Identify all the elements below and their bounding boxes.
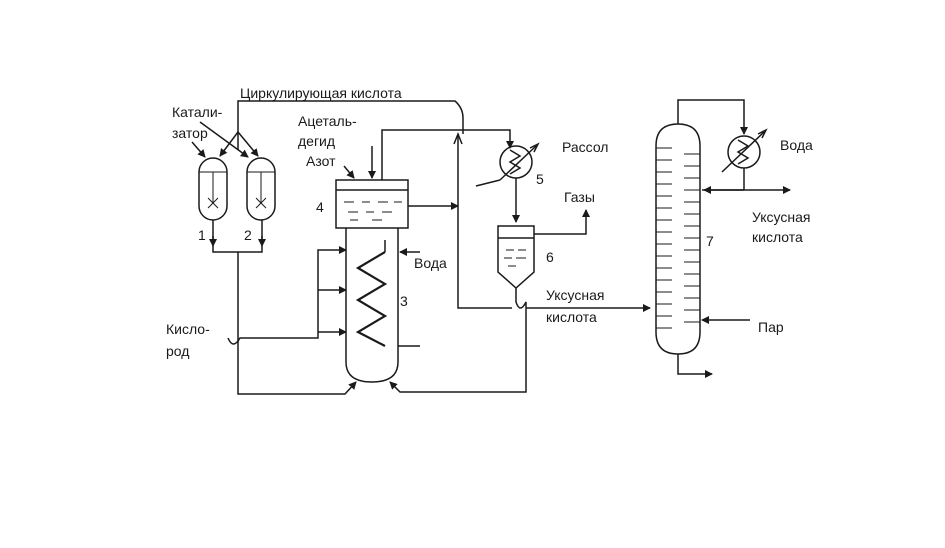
label-circulating-acid: Циркулирующая кислота xyxy=(240,85,402,101)
gases-line xyxy=(534,209,590,235)
catalyst-feed-arrow-1 xyxy=(191,141,206,158)
number-6: 6 xyxy=(546,249,554,265)
column-7 xyxy=(655,123,701,355)
label-brine: Рассол xyxy=(562,139,608,155)
separator-4 xyxy=(335,179,409,229)
vapor-line xyxy=(381,129,514,180)
label-water-reactor: Вода xyxy=(414,255,447,271)
bottoms-line xyxy=(677,354,713,378)
column-trays xyxy=(656,147,700,329)
label-acetic-mid-2: кислота xyxy=(546,309,597,325)
label-acetic-mid-1: Уксусная xyxy=(546,287,605,303)
vessel-2 xyxy=(246,157,276,221)
column-vapor-line xyxy=(677,99,748,135)
catalyst-feed-arrow-2 xyxy=(199,121,249,158)
label-oxygen-2: род xyxy=(166,343,189,359)
number-2: 2 xyxy=(244,227,252,243)
receiver-6 xyxy=(497,225,535,290)
circulating-acid-line xyxy=(237,100,464,150)
reactor-3 xyxy=(345,228,399,383)
receiver-outlet xyxy=(389,288,527,393)
vessel-1 xyxy=(198,157,228,221)
number-3: 3 xyxy=(400,293,408,309)
label-catalyst-1: Катали- xyxy=(172,104,223,120)
number-5: 5 xyxy=(536,171,544,187)
label-acetic-right-2: кислота xyxy=(752,229,803,245)
label-gases: Газы xyxy=(564,189,595,205)
column-condenser xyxy=(721,128,768,173)
label-steam: Пар xyxy=(758,319,784,335)
number-4: 4 xyxy=(316,199,324,215)
condenser-5 xyxy=(475,142,540,187)
label-acetaldehyde-1: Ацеталь- xyxy=(298,113,357,129)
vessel-outlet-lines xyxy=(212,220,263,253)
brine-arrow xyxy=(499,145,537,181)
label-oxygen-1: Кисло- xyxy=(166,321,210,337)
label-nitrogen: Азот xyxy=(306,153,336,169)
circulating-acid-branch-right xyxy=(237,131,259,157)
label-water-column: Вода xyxy=(780,137,813,153)
label-acetic-right-1: Уксусная xyxy=(752,209,811,225)
nitrogen-feed xyxy=(343,165,355,179)
oxygen-line xyxy=(227,246,347,345)
number-1: 1 xyxy=(198,227,206,243)
number-7: 7 xyxy=(706,233,714,249)
circulating-acid-branch-left xyxy=(219,131,239,157)
recycle-line xyxy=(457,134,512,309)
cooling-coil xyxy=(355,251,388,347)
label-acetaldehyde-2: дегид xyxy=(298,133,335,149)
catalyst-line-to-reactor xyxy=(237,252,357,395)
label-catalyst-2: затор xyxy=(172,125,208,141)
